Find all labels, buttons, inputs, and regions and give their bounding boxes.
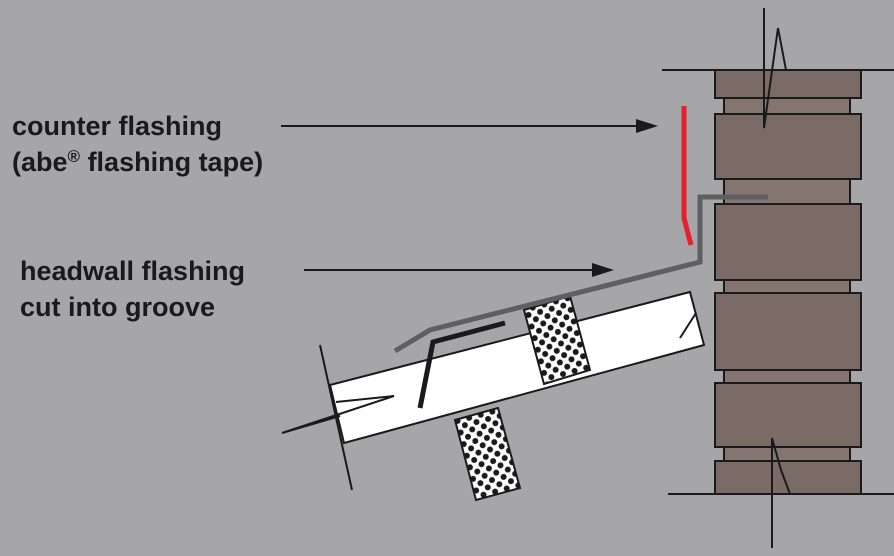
counter-flashing-label-line2: (abe® flashing tape) [12,144,263,180]
registered-mark: ® [67,147,81,166]
mortar-band [723,177,851,207]
counter-flashing [681,106,694,246]
counter-flashing-label-suffix: flashing tape) [80,147,264,177]
counter-flashing-label-line1: counter flashing [12,111,223,141]
brick [714,69,862,99]
headwall-flashing-arrow [304,263,614,277]
brick [714,113,862,180]
roof-end-hatch [281,395,395,434]
roof-assembly [281,290,706,502]
headwall-flashing-label: headwall flashing cut into groove [20,253,245,325]
brick-wall [662,8,894,548]
brick [714,203,862,281]
blocking-bottom [453,406,522,502]
roof-board [328,290,706,445]
headwall-flashing-label-line1: headwall flashing [20,256,246,286]
headwall-flashing-label-line2: cut into groove [20,292,215,322]
counter-flashing-label-prefix: (abe [12,147,68,177]
break-line-bottom [771,437,791,548]
break-line-top [763,8,787,129]
shingle [417,320,506,409]
brick [714,292,862,371]
brick [714,382,862,448]
counter-flashing-label: counter flashing (abe® flashing tape) [12,108,263,180]
mortar-band [723,445,851,463]
roof-board-end-cut [679,312,697,339]
headwall-flashing [393,194,768,354]
counter-flashing-arrow [281,119,658,133]
